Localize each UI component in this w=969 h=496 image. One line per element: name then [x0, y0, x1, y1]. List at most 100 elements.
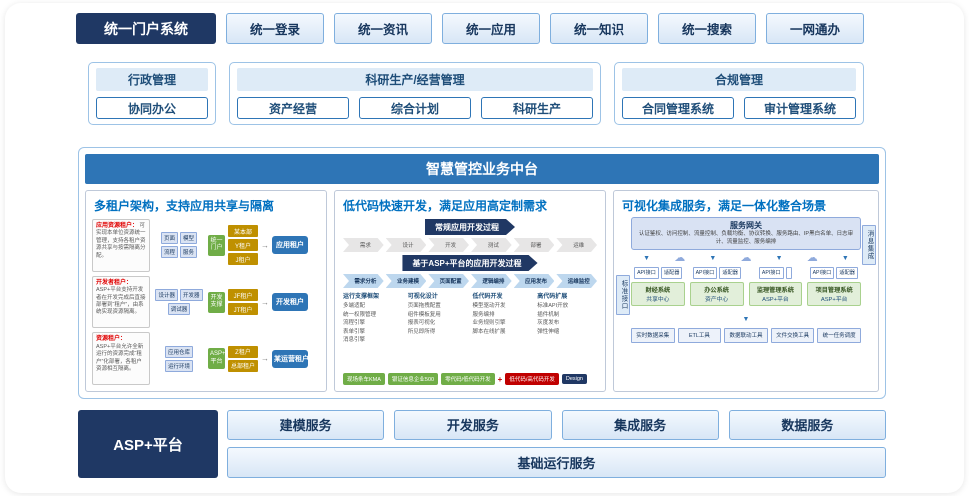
api-adapter-row: API接口 适配器 API接口 适配器 API接口 API接口: [631, 266, 862, 279]
asp-services: 建模服务 开发服务 集成服务 数据服务 基础运行服务: [227, 410, 886, 478]
api-box: API接口: [809, 266, 835, 279]
asp-platform-row: ASP+平台 建模服务 开发服务 集成服务 数据服务 基础运行服务: [78, 410, 886, 478]
tenant-list: JF租户 JT租户: [228, 289, 258, 315]
process-step: 需求: [343, 238, 384, 252]
note-text: ASP+平台允许全新运行的资源完成“租户”化部署，各租户资源相互隔离。: [96, 343, 144, 373]
tenant-box: J租户: [228, 253, 258, 266]
tenant-box: 总部租户: [228, 359, 259, 372]
feature-line: 运行支撑框架: [343, 294, 380, 300]
feature-column: 运行支撑框架 多端适配 统一权限管理 流程引擎 表单引擎 消息引擎: [343, 293, 403, 370]
tenant-box: Y租户: [228, 239, 258, 252]
system-supervision: 监理管理系统 ASP+平台: [748, 281, 803, 306]
feature-line: 模型驱动开发: [472, 303, 506, 310]
feature-line: 插件机制: [537, 311, 560, 318]
group-research-production: 科研生产/经营管理 资产经营 综合计划 科研生产: [229, 62, 601, 125]
panel-title: 多租户架构，支持应用共享与隔离: [94, 199, 275, 213]
system-project: 项目管理系统 ASP+平台: [807, 281, 861, 306]
shared-service-box: 统一门户: [208, 234, 225, 256]
flow-arrow-icon: →: [261, 297, 269, 307]
capability-badges: 现场条车KMA 银证信息企业500 零代码/低代码开发 + 低代码/高代码开发 …: [343, 373, 597, 385]
feature-line: 报表可视化: [407, 320, 436, 327]
tool-box: 数据联动工具: [724, 327, 768, 343]
shared-service-box: 开发支撑: [208, 291, 225, 313]
process-step: 应用发布: [514, 274, 555, 288]
tenant-note: 应用资源租户： 可实现本单位资源统一管理，支持各租户资源共享与按需隔离分配。: [92, 219, 150, 272]
component-box: 页面: [160, 232, 178, 245]
panel-title: 可视化集成服务，满足一体化整合场景: [622, 199, 827, 213]
feature-line: 弹性伸缩: [537, 328, 560, 335]
feature-columns: 运行支撑框架 多端适配 统一权限管理 流程引擎 表单引擎 消息引擎 可视化设计 …: [343, 293, 597, 370]
system-name: 监理管理系统: [756, 286, 794, 294]
feature-line: 高代码扩展: [537, 294, 568, 300]
group-title: 合规管理: [622, 68, 856, 91]
process-step: 业务建模: [386, 274, 427, 288]
gateway-title: 服务网关: [730, 221, 762, 230]
system-platform: ASP+平台: [762, 296, 789, 303]
feature-line: 标准API开放: [537, 303, 569, 310]
group-compliance: 合规管理 合同管理系统 审计管理系统: [614, 62, 864, 125]
item-asset-operation: 资产经营: [237, 97, 349, 119]
portal-system-title: 统一门户系统: [76, 13, 216, 44]
component-boxes: 设计器 开发器 调试器: [153, 289, 205, 315]
item-collaborative-office: 协同办公: [96, 97, 208, 119]
feature-line: 多端适配: [343, 303, 366, 310]
adapter-box: 适配器: [836, 266, 858, 279]
api-adapter-pair: API接口 适配器: [690, 266, 745, 279]
api-box: API接口: [758, 266, 784, 279]
component-box: 调试器: [167, 303, 191, 315]
panel-multi-tenant: 多租户架构，支持应用共享与隔离 应用资源租户： 可实现本单位资源统一管理，支持各…: [85, 190, 327, 392]
system-platform: 资产中心: [705, 296, 729, 303]
portal-item-unified-apps: 统一应用: [442, 13, 540, 44]
service-development: 开发服务: [394, 410, 552, 440]
api-adapter-pair: API接口 适配器: [807, 266, 862, 279]
component-box: 应用仓库: [164, 345, 193, 358]
feature-line: 可视化设计: [407, 294, 438, 300]
integrated-systems-row: 财经系统 共享中心 办公系统 资产中心 监理管理系统 ASP+平台 项目管理: [631, 281, 861, 306]
tenant-box: 某本部: [228, 225, 258, 238]
system-platform: 共享中心: [646, 296, 670, 303]
tenant-list: Z租户 总部租户: [228, 345, 259, 372]
item-comprehensive-plan: 综合计划: [359, 97, 471, 119]
component-box: 运行环境: [164, 359, 193, 372]
tenant-box: JT租户: [228, 303, 258, 315]
platform-header: 智慧管控业务中台: [85, 154, 879, 184]
note-text: 可实现本单位资源统一管理，支持各租户资源共享与按需隔离分配。: [96, 223, 146, 259]
feature-line: 统一权限管理: [343, 311, 377, 318]
badge: 零代码/低代码开发: [441, 373, 495, 385]
low-code-diagram: 常规应用开发过程 需求 设计 开发 测试 部署 运维 基于ASP+平台的应用开发…: [335, 217, 605, 391]
badge: 银证信息企业500: [387, 373, 439, 385]
process-step: 开发: [428, 238, 469, 252]
down-arrow-row: ▼: [631, 309, 861, 325]
shared-service-box: ASP+云平台: [208, 348, 232, 370]
feature-line: 组件模板复用: [407, 311, 441, 318]
portal-item-unified-knowledge: 统一知识: [550, 13, 648, 44]
message-bus-row: ▼ ☁ ▼ ☁ ▼ ☁ ▼: [631, 252, 861, 264]
down-arrow-icon: ▼: [643, 254, 651, 262]
adapter-box: [785, 266, 792, 279]
item-contract-management: 合同管理系统: [622, 97, 734, 119]
normal-process-steps: 需求 设计 开发 测试 部署 运维: [343, 238, 597, 252]
feature-column: 高代码扩展 标准API开放 插件机制 灰度发布 弹性伸缩: [537, 293, 597, 370]
process-banner-normal: 常规应用开发过程: [425, 219, 515, 235]
process-step: 逻辑编排: [471, 274, 512, 288]
panel-title: 低代码快速开发，满足应用高定制需求: [343, 199, 548, 213]
system-name: 财经系统: [645, 286, 671, 294]
item-audit-management: 审计管理系统: [744, 97, 856, 119]
tenant-target-box: 开发租户: [272, 293, 308, 311]
system-finance: 财经系统 共享中心: [631, 281, 685, 306]
process-step: 需求分析: [343, 274, 384, 288]
feature-line: 低代码开发: [472, 294, 503, 300]
standard-interface-label: 标准接口: [616, 275, 630, 315]
feature-line: 流程引擎: [343, 320, 366, 327]
asp-platform-title: ASP+平台: [78, 410, 218, 478]
process-step: 测试: [471, 238, 512, 252]
down-arrow-icon: ▼: [841, 254, 849, 262]
process-step: 页面配置: [428, 274, 469, 288]
tool-box: ETL工具: [677, 327, 722, 343]
portal-row: 统一门户系统 统一登录 统一资讯 统一应用 统一知识 统一搜索 一网通办: [76, 13, 864, 44]
system-name: 项目管理系统: [815, 286, 853, 294]
feature-line: 脚本在线扩展: [472, 328, 506, 335]
process-step: 运维监控: [556, 274, 597, 288]
api-adapter-pair: API接口 适配器: [631, 266, 686, 279]
